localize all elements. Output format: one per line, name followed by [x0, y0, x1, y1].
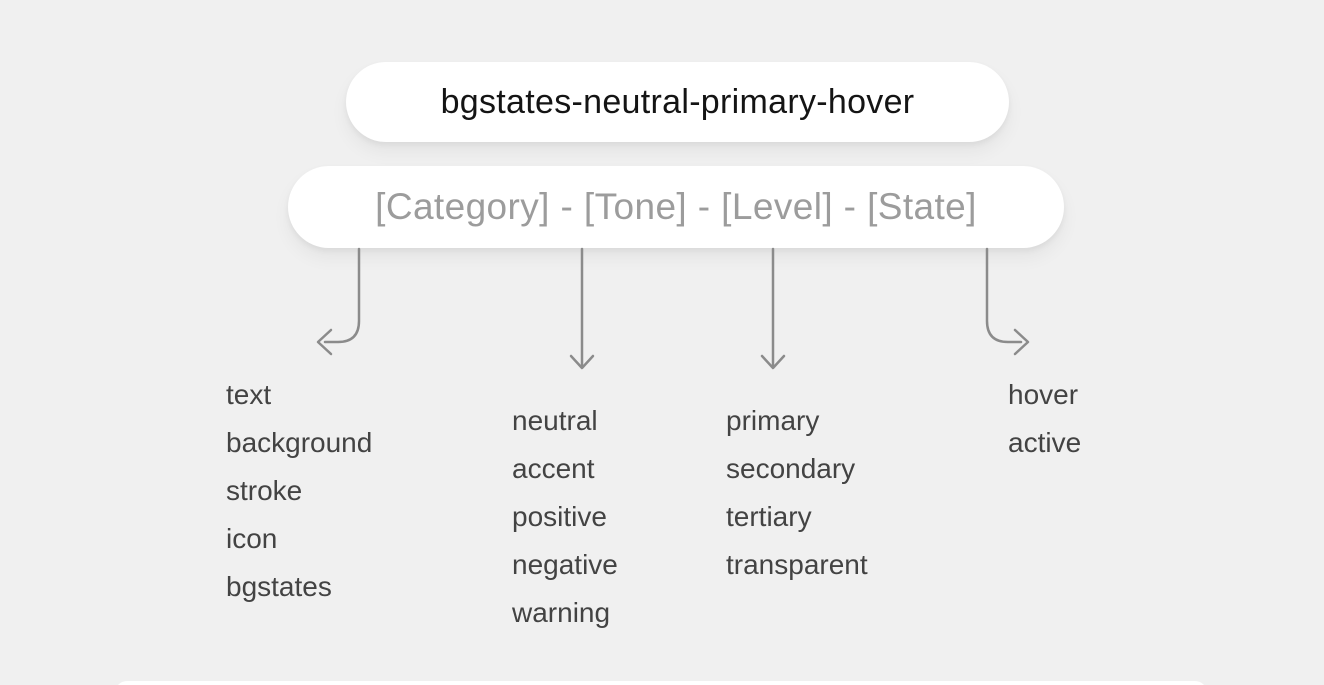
list-item: transparent [726, 549, 868, 580]
list-item: icon [226, 523, 278, 554]
token-name-label: bgstates-neutral-primary-hover [440, 82, 915, 121]
pattern-label: [Category] - [Tone] - [Level] - [State] [375, 186, 977, 227]
bottom-card-edge [115, 681, 1207, 685]
list-item: tertiary [726, 501, 812, 532]
list-item: warning [512, 597, 611, 628]
token-name-pill: bgstates-neutral-primary-hover [346, 62, 1009, 142]
arrow-category-head-icon [316, 328, 333, 356]
arrow-level-head-icon [760, 354, 786, 370]
list-item: primary [726, 405, 820, 436]
category-options-list: text background stroke icon bgstates [226, 371, 372, 611]
list-item: bgstates [226, 571, 332, 602]
list-item: negative [512, 549, 618, 580]
level-options-list: primary secondary tertiary transparent [726, 397, 868, 589]
list-item: text [226, 379, 272, 410]
arrow-tone-head-icon [569, 354, 595, 370]
list-item: active [1008, 427, 1082, 458]
tone-options-list: neutral accent positive negative warning [512, 397, 618, 637]
arrow-category-curve-left-icon [323, 247, 361, 344]
list-item: accent [512, 453, 595, 484]
list-item: background [226, 427, 373, 458]
arrow-state-curve-right-icon [985, 247, 1023, 344]
list-item: stroke [226, 475, 303, 506]
state-options-list: hover active [1008, 371, 1081, 467]
list-item: neutral [512, 405, 598, 436]
list-item: hover [1008, 379, 1079, 410]
pattern-pill: [Category] - [Tone] - [Level] - [State] [288, 166, 1064, 248]
list-item: secondary [726, 453, 856, 484]
list-item: positive [512, 501, 607, 532]
arrow-state-head-icon [1013, 328, 1030, 356]
